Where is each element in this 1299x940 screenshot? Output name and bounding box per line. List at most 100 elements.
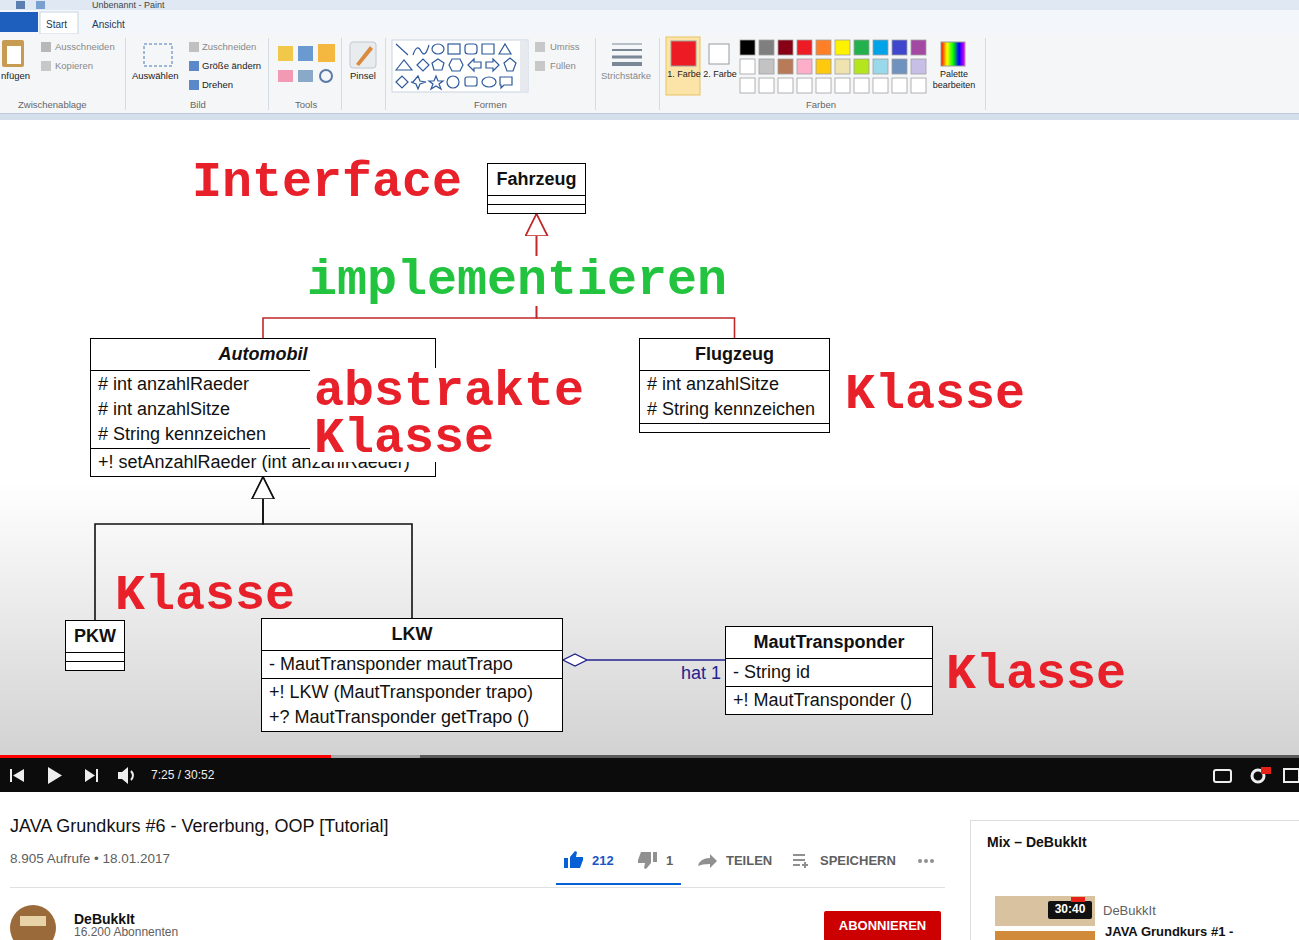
annotation-label-box: Interface [192, 158, 462, 208]
paint-window-chrome [612, 62, 642, 66]
paint-window-chrome [873, 59, 888, 74]
ribbon-button-label-box: Kopieren [55, 60, 93, 72]
action-button-label: TEILEN [726, 853, 772, 869]
video-controls [85, 769, 95, 782]
paint-window-chrome [486, 59, 499, 71]
video-controls [0, 755, 331, 758]
paint-window-chrome [432, 44, 444, 54]
video-controls [96, 769, 98, 782]
video-title: JAVA Grundkurs #1 - [1105, 924, 1233, 939]
paint-window-chrome [499, 44, 511, 54]
youtube-page [556, 883, 681, 885]
paint-window-chrome [41, 61, 51, 71]
paint-window-chrome [0, 12, 38, 32]
annotation-label-box: Klasse [845, 370, 1025, 420]
paint-window-chrome [278, 70, 293, 82]
like-count: 212 [592, 853, 614, 869]
ribbon-group-label-box: Formen [474, 99, 507, 111]
attribute-compartment: # int anzahlSitze# String kennzeichen [640, 370, 829, 423]
paint-window-chrome [429, 76, 443, 89]
paint-window-chrome [778, 59, 793, 74]
paint-window-chrome [16, 1, 25, 9]
youtube-page [653, 852, 657, 862]
attribute-text: - String id [733, 660, 925, 685]
subscribe-button-label: ABONNIEREN [824, 911, 941, 940]
video-controls [13, 769, 24, 782]
time-display-box: 7:25 / 30:52 [151, 768, 214, 783]
ribbon-group-label: Formen [474, 99, 507, 111]
dislike-count: 1 [666, 853, 673, 869]
paint-window-chrome [278, 46, 293, 61]
paint-window-chrome [396, 60, 412, 70]
ribbon-group-label: Tools [295, 99, 317, 111]
paint-window-chrome [189, 61, 199, 71]
ribbon-group-label: Zwischenablage [18, 99, 87, 111]
paint-window-chrome [835, 40, 850, 55]
paint-window-chrome [385, 38, 386, 110]
paint-window-chrome [0, 0, 1299, 120]
ribbon-button-label-box: Palette bearbeiten [924, 69, 984, 91]
paint-window-chrome [759, 40, 774, 55]
class-name-compartment: Automobil [91, 339, 435, 370]
youtube-page [564, 858, 568, 868]
paint-window-chrome [7, 46, 21, 64]
ribbon-tab: Ansicht [92, 18, 125, 31]
ribbon-button-label: Drehen [202, 79, 233, 91]
class-name-compartment: Flugzeug [640, 339, 829, 370]
ribbon-group-label-box: Tools [295, 99, 317, 111]
ribbon-button-label: Zuschneiden [202, 41, 256, 53]
multiplicity-label: hat 1 [681, 663, 721, 683]
dislike-count-box: 1 [666, 853, 673, 869]
paint-window-chrome [0, 34, 1299, 113]
paint-window-chrome [341, 38, 342, 110]
video-controls [131, 771, 133, 780]
youtube-page [0, 792, 1299, 940]
duration-badge-box: 30:40 [1050, 902, 1090, 917]
paint-window-chrome [816, 59, 831, 74]
paint-window-chrome [36, 1, 45, 9]
paint-window-chrome [659, 38, 660, 110]
window-title: Unbenannt - Paint [92, 0, 165, 10]
channel-name: DeBukkIt [1103, 903, 1156, 919]
paint-window-chrome [396, 76, 408, 88]
paint-window-chrome [740, 78, 755, 93]
edge-label-box: hat 1 [681, 663, 721, 683]
ribbon-group-label-box: Bild [190, 99, 206, 111]
paint-window-chrome [778, 40, 793, 55]
paint-window-chrome [350, 42, 376, 68]
youtube-page [1071, 897, 1085, 902]
attribute-text: # int anzahlSitze [647, 372, 822, 397]
paint-window-chrome [854, 40, 869, 55]
paint-window-chrome [666, 37, 700, 95]
class-name: PKW [74, 624, 116, 649]
paint-window-chrome [0, 113, 1299, 114]
youtube-page [802, 864, 808, 866]
annotation-label-box: abstrakte Klasse [310, 368, 600, 462]
ribbon-button-label: Palette bearbeiten [924, 69, 984, 91]
youtube-page [638, 852, 651, 869]
video-controls [1214, 770, 1231, 782]
class-name: LKW [270, 622, 554, 647]
youtube-page [10, 905, 56, 940]
class-name-compartment: MautTransponder [726, 627, 932, 658]
class-name-compartment: PKW [66, 621, 124, 652]
paint-window-chrome [740, 40, 755, 55]
paint-window-chrome [911, 59, 926, 74]
annotation-label: Klasse [115, 572, 295, 619]
paint-canvas [0, 120, 1299, 757]
ribbon-tab: Start [46, 18, 67, 31]
paint-window-chrome [447, 76, 459, 88]
paint-window-chrome [985, 38, 986, 110]
paint-window-chrome [126, 38, 986, 110]
paint-window-chrome [125, 38, 126, 110]
ribbon-button-label-box: Zuschneiden [202, 41, 256, 53]
paint-window-chrome [298, 70, 313, 82]
method-compartment [488, 204, 585, 213]
ribbon-button-label-box: 2. Farbe [700, 69, 740, 80]
paint-window-chrome [709, 44, 729, 64]
ribbon-button-label-box: Pinsel [350, 70, 376, 82]
paint-window-chrome [482, 44, 494, 54]
channel-name-box: DeBukkIt [1103, 903, 1156, 919]
ribbon-group-label-box: Zwischenablage [18, 99, 87, 111]
